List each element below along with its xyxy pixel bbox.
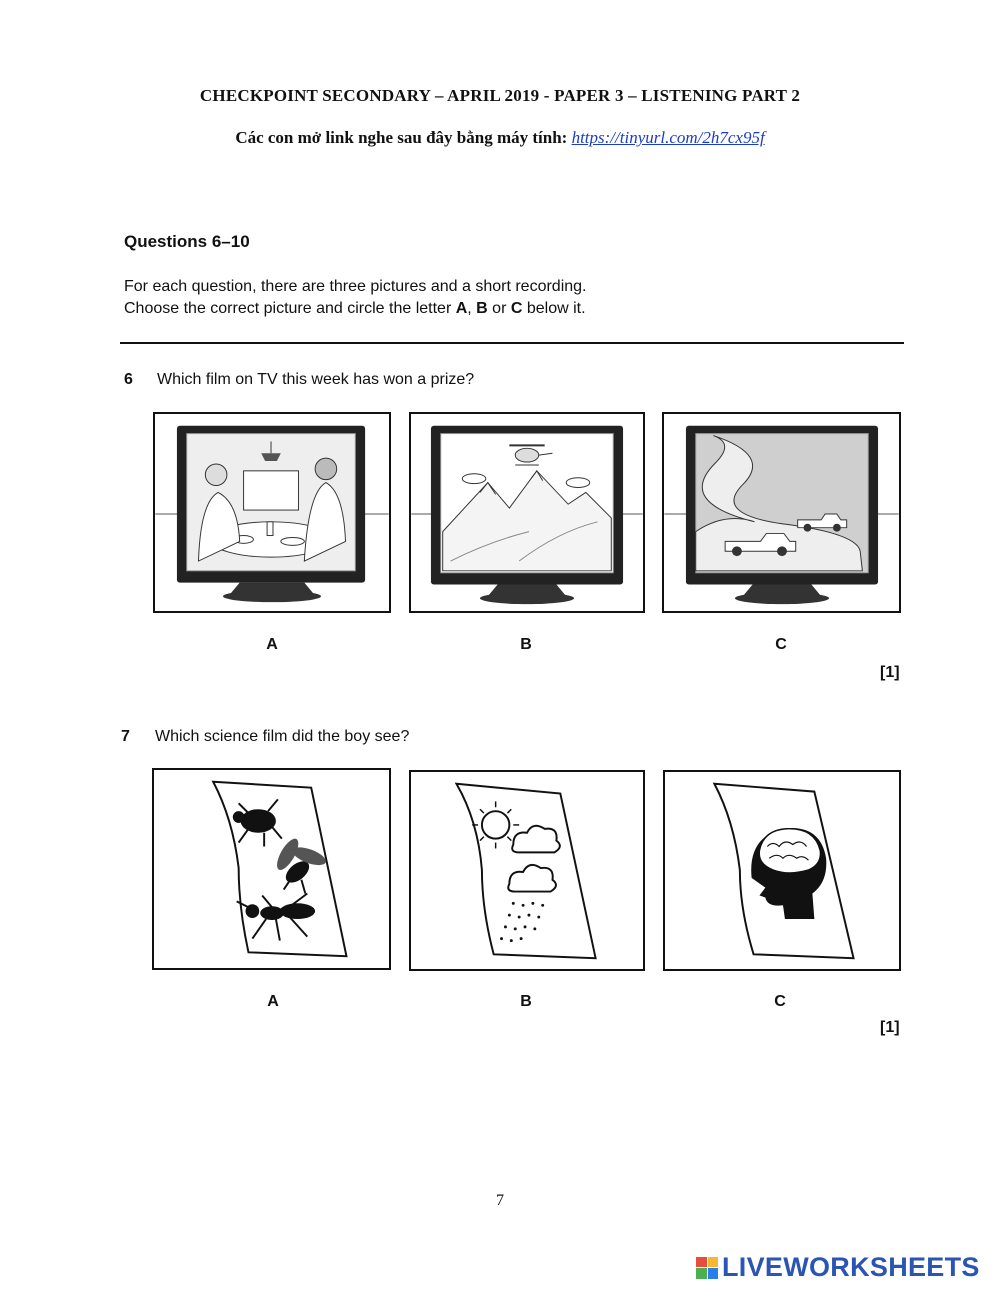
q7-option-a-letter[interactable]: A <box>267 993 279 1010</box>
question-number: 6 <box>124 371 133 388</box>
instruction-line-1: For each question, there are three pictu… <box>124 278 587 295</box>
q7-mark: [1] <box>880 1019 900 1036</box>
q7-option-b-picture[interactable] <box>409 770 645 971</box>
poster-brain-icon <box>712 782 855 960</box>
section-heading: Questions 6–10 <box>124 232 250 251</box>
instruction-letter-b: B <box>476 300 488 317</box>
liveworksheets-logo[interactable]: LIVEWORKSHEETS <box>696 1252 980 1283</box>
tv-helicopter-mountains-icon <box>411 425 643 605</box>
instruction-letter-c: C <box>510 300 523 317</box>
q6-option-b-letter[interactable]: B <box>520 636 532 653</box>
instruction-line-2: Choose the correct picture and circle th… <box>124 300 586 318</box>
question-text: Which film on TV this week has won a pri… <box>157 371 475 388</box>
q7-option-a-picture[interactable] <box>152 768 391 970</box>
q6-mark: [1] <box>880 664 900 681</box>
q7-option-c-picture[interactable] <box>663 770 901 971</box>
instruction-separator: , <box>467 300 477 317</box>
q6-option-a-letter[interactable]: A <box>266 636 278 653</box>
question-text: Which science film did the boy see? <box>155 728 410 745</box>
tv-car-race-icon <box>664 425 899 605</box>
brand-name: LIVEWORKSHEETS <box>722 1252 980 1282</box>
document-title: CHECKPOINT SECONDARY – APRIL 2019 - PAPE… <box>199 86 801 105</box>
tv-dinner-couple-icon <box>155 425 389 603</box>
section-divider <box>120 342 904 344</box>
instruction-text: below it. <box>522 300 586 317</box>
page-number: 7 <box>496 1192 504 1209</box>
q6-option-c-letter[interactable]: C <box>775 636 787 653</box>
q6-option-b-picture[interactable] <box>409 412 645 613</box>
instruction-letter-a: A <box>455 300 468 317</box>
link-instruction: Các con mở link nghe sau đây bằng máy tí… <box>235 128 568 147</box>
q6-option-c-picture[interactable] <box>662 412 901 613</box>
q7-option-b-letter[interactable]: B <box>520 993 532 1010</box>
poster-weather-icon <box>454 782 597 960</box>
instruction-separator: or <box>487 300 511 317</box>
q7-option-c-letter[interactable]: C <box>774 993 786 1010</box>
q6-option-a-picture[interactable] <box>153 412 391 613</box>
instruction-text: Choose the correct picture and circle th… <box>124 300 456 317</box>
poster-insects-icon <box>211 780 348 958</box>
listening-link-line: Các con mở link nghe sau đây bằng máy tí… <box>0 128 1000 148</box>
liveworksheets-logo-icon <box>696 1256 718 1279</box>
question-number: 7 <box>121 728 130 745</box>
audio-link[interactable]: https://tinyurl.com/2h7cx95f <box>571 128 765 147</box>
